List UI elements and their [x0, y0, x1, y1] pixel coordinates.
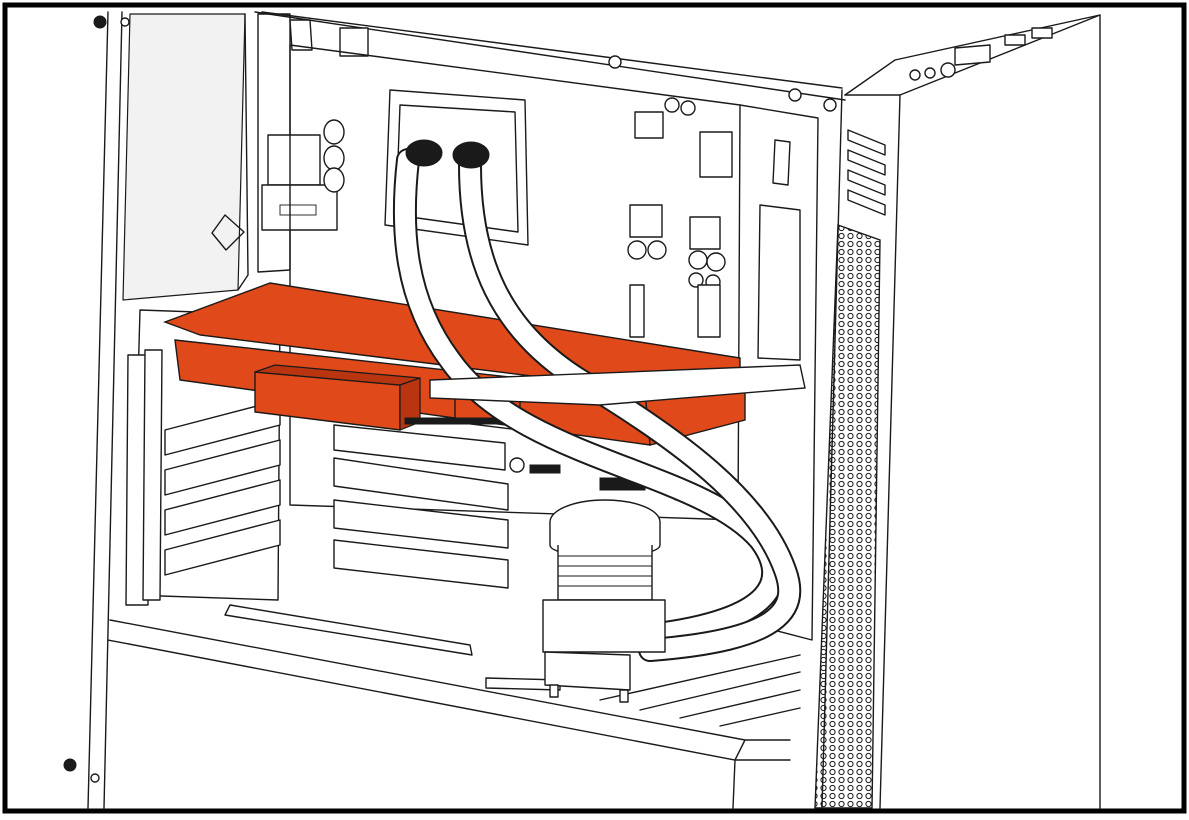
- case-screws: [63, 15, 837, 783]
- screw-bottom-left: [63, 758, 77, 772]
- screw-top-left: [93, 15, 107, 29]
- coolant-tubing: [392, 139, 806, 662]
- motherboard: [289, 44, 741, 589]
- tube-fitting-left: [405, 139, 443, 167]
- tube-fitting-right: [452, 141, 490, 169]
- floor-vents: [224, 604, 801, 727]
- rear-io-panel: [257, 13, 369, 273]
- expansion-slot-covers: [125, 309, 281, 606]
- rear-exhaust-mesh: [122, 13, 249, 301]
- front-panel: [814, 14, 1101, 809]
- pump-reservoir: [542, 499, 666, 703]
